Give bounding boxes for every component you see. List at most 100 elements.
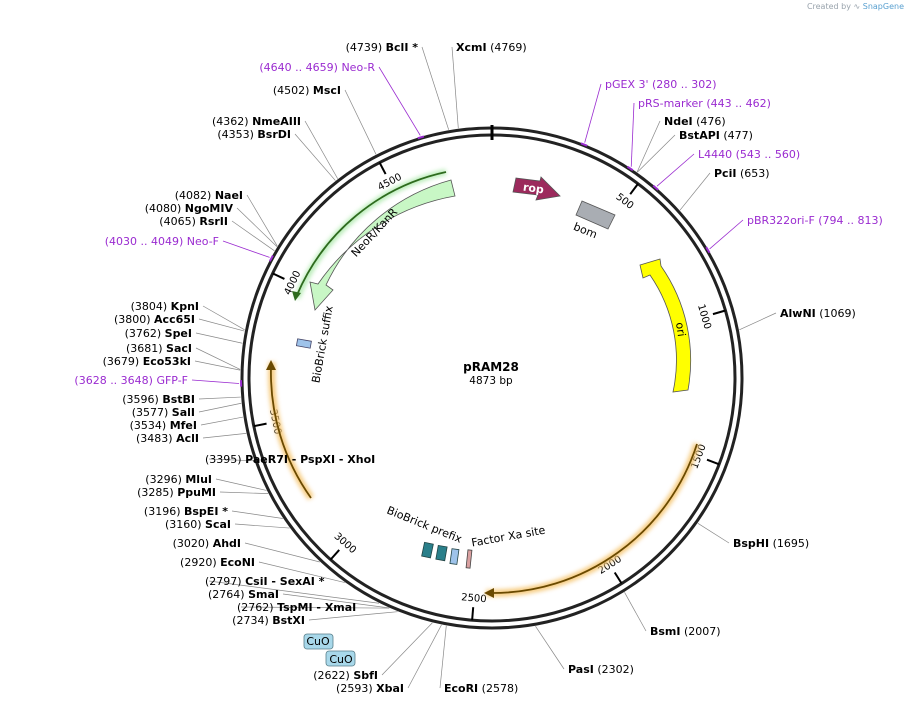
site-leader-line xyxy=(697,523,730,544)
primer-leader-line xyxy=(656,153,695,187)
bom-feature xyxy=(575,200,616,230)
site-leader-line xyxy=(200,416,244,426)
tick-mark xyxy=(378,162,387,175)
site-leader-line xyxy=(215,478,267,491)
tick-label: 3000 xyxy=(332,531,358,556)
leader-lines xyxy=(191,46,777,689)
site-name: SpeI xyxy=(165,327,192,340)
site-label-naei: (4082) NaeI xyxy=(175,189,243,202)
tick-label: 2500 xyxy=(461,592,487,605)
site-name: AclI xyxy=(176,432,199,445)
site-leader-line xyxy=(637,134,676,173)
site-name: BspHI xyxy=(733,537,769,550)
primer-mark xyxy=(652,184,659,191)
site-position: (3681) xyxy=(126,342,163,355)
site-position: (477) xyxy=(723,129,753,142)
site-leader-line xyxy=(195,347,241,370)
site-label-bstbi: (3596) BstBI xyxy=(122,393,195,406)
primer-mark xyxy=(268,255,274,262)
tick-mark xyxy=(706,458,720,466)
site-leader-line xyxy=(739,312,777,331)
site-extra-names: - XmaI xyxy=(313,601,357,614)
site-extra-names: - PspXI - XhoI xyxy=(288,453,375,466)
cuo-label-1: CuO xyxy=(306,635,330,648)
site-leader-line xyxy=(535,626,565,670)
site-leader-line xyxy=(304,120,339,179)
ori-feature-arrow xyxy=(639,258,692,393)
site-position: (4739) xyxy=(346,41,383,54)
site-label-bstxi: (2734) BstXI xyxy=(232,614,305,627)
tick-mark xyxy=(329,549,340,561)
site-leader-line xyxy=(231,220,275,252)
site-leader-line xyxy=(258,561,345,583)
site-name: BspEI * xyxy=(184,505,228,518)
site-position: (3596) xyxy=(122,393,159,406)
primer-label-pgex3: pGEX 3' (280 .. 302) xyxy=(605,78,717,91)
primer-marks xyxy=(240,135,711,387)
site-name: Eco53kI xyxy=(143,355,191,368)
plasmid-size: 4873 bp xyxy=(469,375,513,387)
snapgene-logo-icon: ∿ xyxy=(853,2,861,11)
site-leader-line xyxy=(451,46,459,129)
site-position: (3296) xyxy=(145,473,182,486)
site-leader-line xyxy=(240,606,390,609)
site-label-bspei: (3196) BspEI * xyxy=(144,505,228,518)
site-name: CsiI xyxy=(245,575,267,588)
site-label-pasi: PasI (2302) xyxy=(568,663,634,676)
primer-leader-line xyxy=(378,66,421,136)
tick-mark xyxy=(471,607,475,621)
factor-xa-label: Factor Xa site xyxy=(470,524,546,550)
site-name: TspMI xyxy=(277,601,313,614)
site-label-acc65i: (3800) Acc65I xyxy=(114,313,195,326)
site-name: XcmI xyxy=(456,41,487,54)
site-label-nmeaiii: (4362) NmeAIII xyxy=(212,115,301,128)
site-leader-line xyxy=(344,89,377,155)
orange-arc-left-arrowhead xyxy=(266,360,276,370)
site-label-sbfi: (2622) SbfI xyxy=(313,669,378,682)
site-leader-line xyxy=(236,207,278,247)
biobrick-suffix-box xyxy=(295,338,312,349)
site-label-rsrii: (4065) RsrII xyxy=(159,215,228,228)
biobrick-prefix-box-1 xyxy=(421,541,434,559)
site-position: (1695) xyxy=(773,537,810,550)
site-name: AlwNI xyxy=(780,307,816,320)
site-leader-line xyxy=(208,458,255,462)
credit-prefix: Created by xyxy=(806,2,851,11)
site-name: PciI xyxy=(714,167,736,180)
cuo-box-1 xyxy=(303,633,334,650)
site-name: BstBI xyxy=(162,393,195,406)
site-name: SalI xyxy=(172,406,195,419)
site-label-spei: (3762) SpeI xyxy=(125,327,192,340)
primer-mark xyxy=(417,135,425,140)
site-leader-line xyxy=(421,46,450,130)
site-name: XbaI xyxy=(376,682,404,695)
site-position: (3800) xyxy=(114,313,151,326)
site-position: (3395) xyxy=(205,453,242,466)
site-label-bsrdi: (4353) BsrDI xyxy=(217,128,291,141)
site-position: (2764) xyxy=(208,588,245,601)
site-label-sali: (3577) SalI xyxy=(132,406,195,419)
site-label-eco53ki: (3679) Eco53kI xyxy=(103,355,191,368)
rop-feature-arrow xyxy=(512,176,561,201)
restriction-site-labels: (4739) BclI *XcmI (4769)(4502) MscI(4362… xyxy=(103,41,856,695)
site-label-saci: (3681) SacI xyxy=(126,342,192,355)
site-leader-line xyxy=(308,611,398,621)
site-name: NgoMIV xyxy=(185,202,234,215)
orange-arc-left-line xyxy=(270,366,312,499)
site-position: (4362) xyxy=(212,115,249,128)
site-position: (3483) xyxy=(136,432,173,445)
primer-label-prs-marker: pRS-marker (443 .. 462) xyxy=(638,97,771,110)
site-label-csii: (2797) CsiI - SexAI * xyxy=(205,575,325,588)
site-name: NdeI xyxy=(664,115,693,128)
site-position: (3804) xyxy=(131,300,168,313)
primer-label-l4440: L4440 (543 .. 560) xyxy=(698,148,800,161)
biobrick-prefix-label: BioBrick prefix xyxy=(385,504,464,546)
primer-mark xyxy=(705,246,711,254)
neo-feature-line xyxy=(296,171,447,296)
site-leader-line xyxy=(202,433,247,439)
orange-arc-right xyxy=(485,442,701,597)
tick-label: 1000 xyxy=(695,303,713,331)
site-leader-line xyxy=(439,625,447,689)
